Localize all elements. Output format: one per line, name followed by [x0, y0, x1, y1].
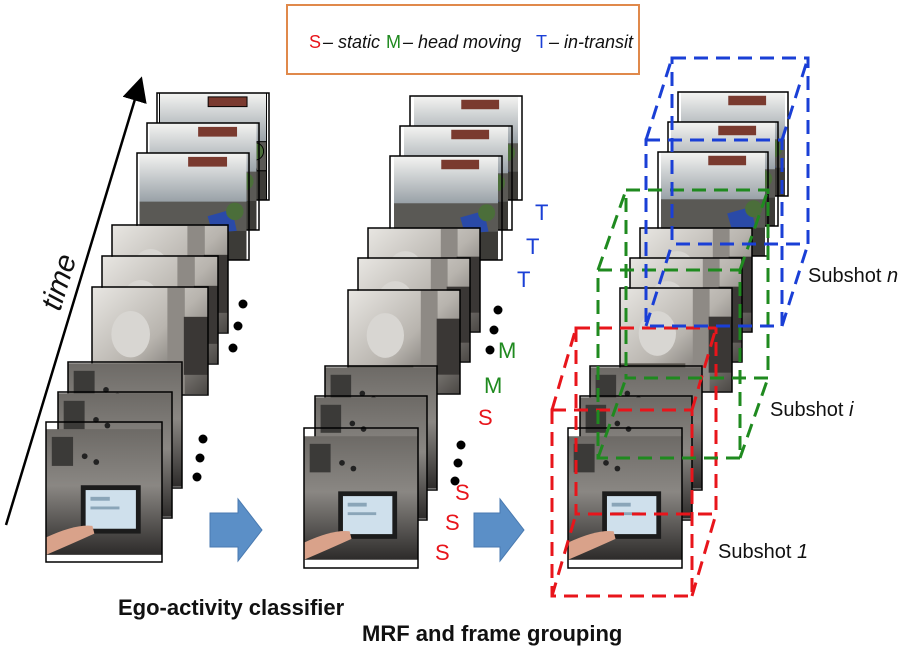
subshot-i-index: i — [849, 399, 854, 421]
stage2-caption: MRF and frame grouping — [362, 621, 622, 646]
stage3-frame-stack — [567, 91, 789, 569]
subshot-n-label: Subshot n — [808, 265, 898, 287]
subshot-1-index: 1 — [797, 541, 808, 563]
legend-transit-text: – in-transit — [548, 32, 634, 52]
stage1-caption: Ego-activity classifier — [118, 595, 345, 620]
ellipsis-dots-stage2 — [450, 305, 503, 486]
legend-moving: M– head moving — [386, 32, 521, 52]
subshot-1-cube — [550, 326, 718, 598]
frame-label-t1: T — [517, 267, 530, 292]
frame-label-s2: S — [445, 510, 460, 535]
legend-moving-key: M — [386, 32, 401, 52]
subshot-n-cube — [644, 56, 810, 328]
stage1-frame-stack — [45, 92, 270, 563]
legend-static-text: – static — [322, 32, 380, 52]
subshot-1-label: Subshot 1 — [718, 541, 808, 563]
subshot-i-cube — [596, 188, 770, 460]
arrow-to-stage2 — [209, 497, 263, 563]
frame-label-m1: M — [484, 373, 502, 398]
ellipsis-dots-stage1 — [192, 299, 248, 482]
subshot-i-label: Subshot i — [770, 399, 854, 421]
time-axis-label: time — [35, 250, 83, 314]
frame-label-s3: S — [455, 480, 470, 505]
legend-box — [286, 4, 640, 75]
stage2-frame-labels: S S S S M M T T T — [435, 200, 548, 565]
legend-static-key: S — [309, 32, 321, 52]
subshot-1-prefix: Subshot — [718, 541, 797, 563]
frame-label-s4: S — [478, 405, 493, 430]
frame-label-s1: S — [435, 540, 450, 565]
subshot-n-prefix: Subshot — [808, 265, 887, 287]
stage2-frame-stack — [303, 95, 523, 569]
subshot-i-prefix: Subshot — [770, 399, 849, 421]
legend-transit: T– in-transit — [536, 32, 634, 52]
frame-group-tablet — [45, 361, 183, 563]
frame-label-t2: T — [526, 234, 539, 259]
subshot-n-index: n — [887, 265, 898, 287]
legend-moving-text: – head moving — [402, 32, 521, 52]
time-axis-arrow — [4, 76, 147, 526]
legend-transit-key: T — [536, 32, 547, 52]
arrow-to-stage3 — [473, 497, 525, 563]
frame-label-m2: M — [498, 338, 516, 363]
frame-label-t3: T — [535, 200, 548, 225]
legend-static: S– static — [309, 32, 380, 52]
